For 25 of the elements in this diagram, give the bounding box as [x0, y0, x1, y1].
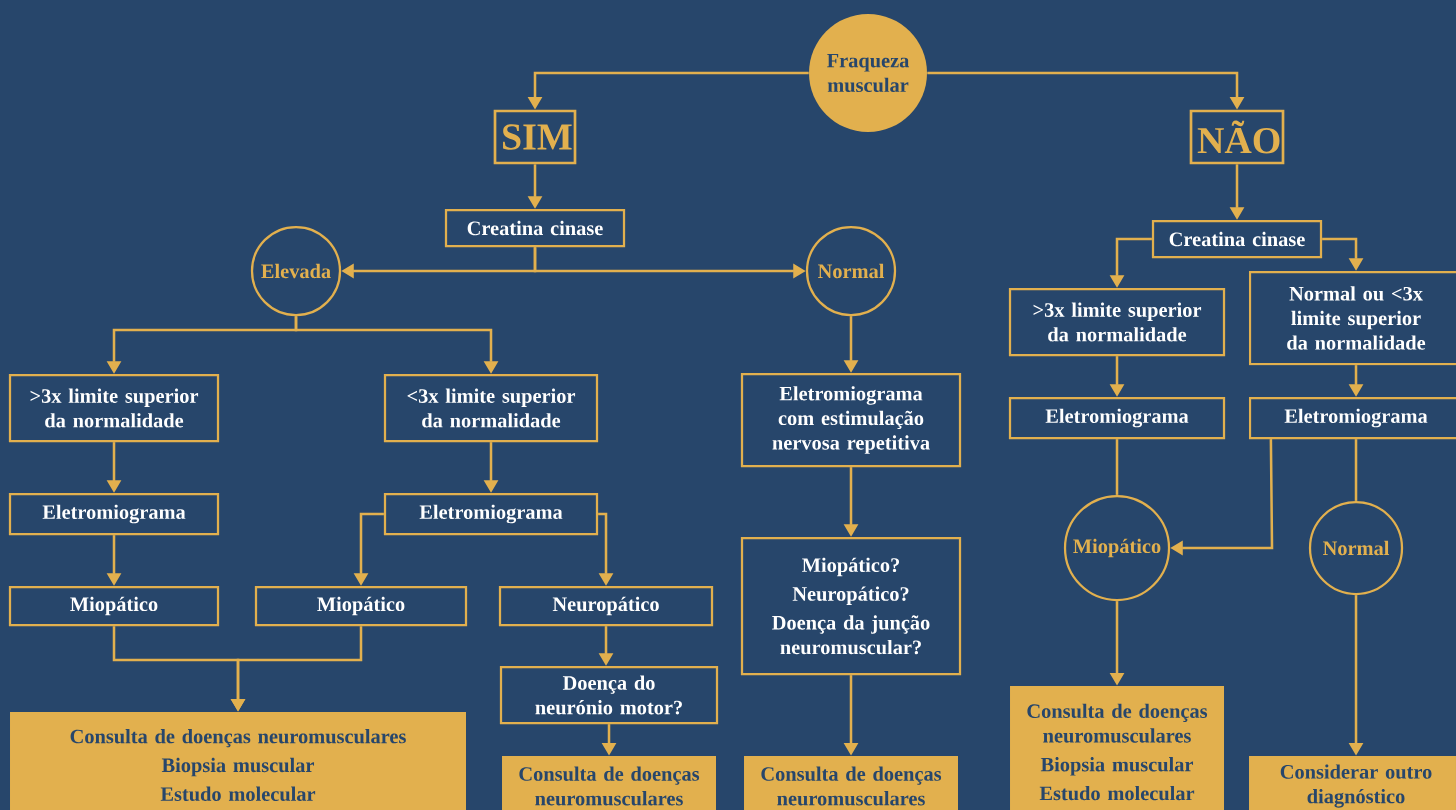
- step-box: Eletromiograma: [383, 492, 599, 536]
- step-box: Neuropático: [498, 585, 714, 627]
- step-box: Eletromiograma: [1248, 396, 1456, 440]
- step-box: Eletromiograma: [1008, 396, 1226, 440]
- outcome-box: Consulta de doenças neuromusculares: [502, 756, 716, 810]
- outcome-box: Consulta de doenças neuromusculares Biopsia muscular Estudo molecular: [10, 712, 466, 810]
- connector-line: [1115, 439, 1119, 495]
- step-box: <3x limite superior da normalidade: [383, 373, 599, 443]
- connector-line: [1354, 439, 1358, 501]
- step-box: Eletromiograma: [8, 492, 220, 536]
- step-box: Miopático? Neuropático? Doença da junção neuromuscular?: [740, 536, 962, 676]
- step-box: Miopático: [254, 585, 468, 627]
- answer-label-box: NÃO: [1189, 109, 1285, 165]
- step-box: Creatina cinase: [1151, 219, 1323, 259]
- step-box: >3x limite superior da normalidade: [1008, 287, 1226, 357]
- step-box: Creatina cinase: [444, 208, 626, 248]
- answer-label-box: SIM: [493, 109, 577, 165]
- step-box: >3x limite superior da normalidade: [8, 373, 220, 443]
- step-box: Eletromiograma com estimulação nervosa repetitiva: [740, 372, 962, 468]
- outcome-box: Consulta de doenças neuromusculares: [744, 756, 958, 810]
- step-box: Doença do neurónio motor?: [499, 665, 719, 725]
- step-box: Miopático: [8, 585, 220, 627]
- outcome-box: Consulta de doenças neuromusculares Biopsia muscular Estudo molecular: [1010, 686, 1224, 810]
- outcome-box: Considerar outro diagnóstico: [1249, 756, 1456, 810]
- step-box: Normal ou <3x limite superior da normalidade: [1248, 270, 1456, 366]
